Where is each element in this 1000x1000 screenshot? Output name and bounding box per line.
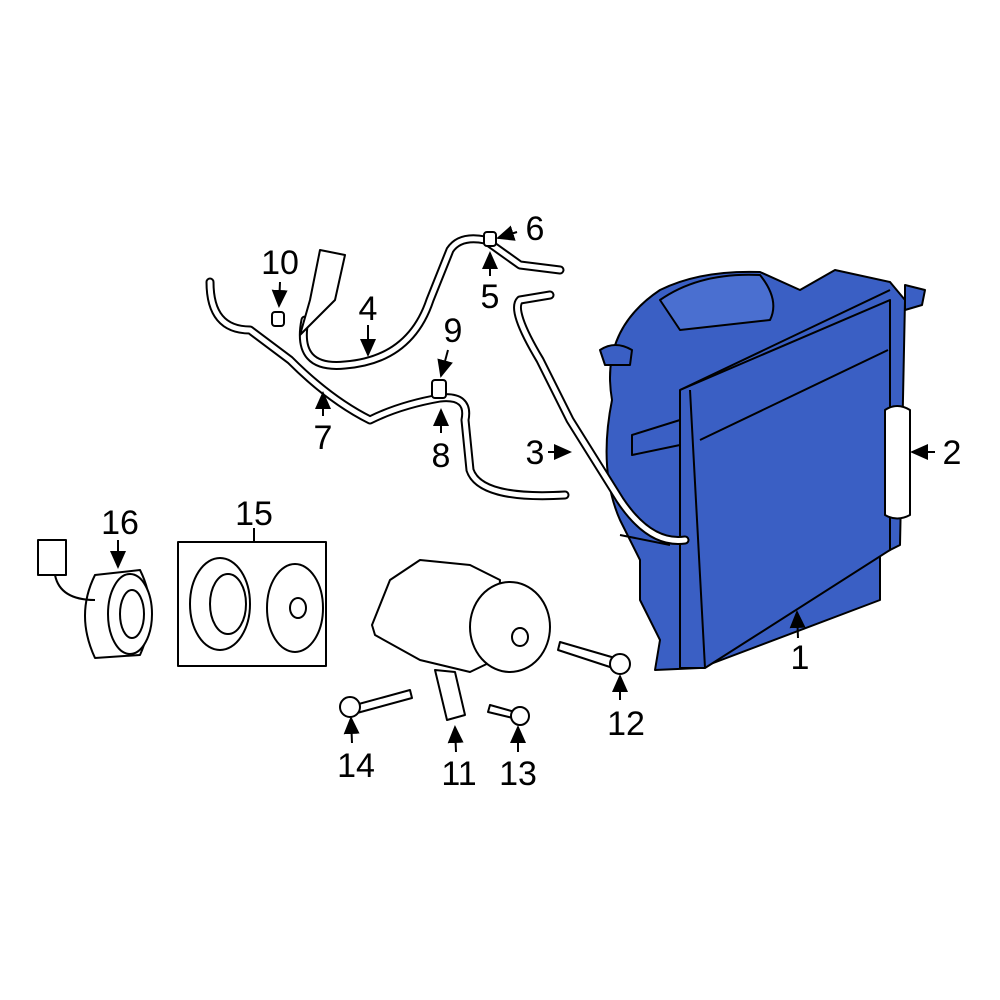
callout-13[interactable]: 13 <box>499 755 537 793</box>
callout-10[interactable]: 10 <box>261 244 299 282</box>
clutch-kit-part-15[interactable] <box>177 541 327 667</box>
callout-12[interactable]: 12 <box>607 705 645 743</box>
leader-arrows <box>110 225 935 753</box>
condenser-part-1[interactable] <box>599 269 926 671</box>
compressor[interactable] <box>371 559 551 721</box>
callout-2[interactable]: 2 <box>943 434 962 472</box>
receiver-drier-part-2[interactable] <box>884 405 911 520</box>
callout-7[interactable]: 7 <box>314 419 333 457</box>
hose-lines[interactable] <box>205 231 690 545</box>
callout-11[interactable]: 11 <box>441 755 476 793</box>
callout-6[interactable]: 6 <box>526 210 545 248</box>
callout-5[interactable]: 5 <box>481 278 500 316</box>
bolts[interactable] <box>339 641 631 726</box>
callout-9[interactable]: 9 <box>444 312 463 350</box>
clutch-coil-part-16[interactable] <box>37 539 153 659</box>
callout-1[interactable]: 1 <box>791 639 810 677</box>
callout-16[interactable]: 16 <box>101 504 139 542</box>
callout-4[interactable]: 4 <box>359 290 378 328</box>
callout-8[interactable]: 8 <box>432 437 451 475</box>
callout-15[interactable]: 15 <box>235 495 273 533</box>
callout-3[interactable]: 3 <box>526 434 545 472</box>
callout-14[interactable]: 14 <box>337 747 375 785</box>
